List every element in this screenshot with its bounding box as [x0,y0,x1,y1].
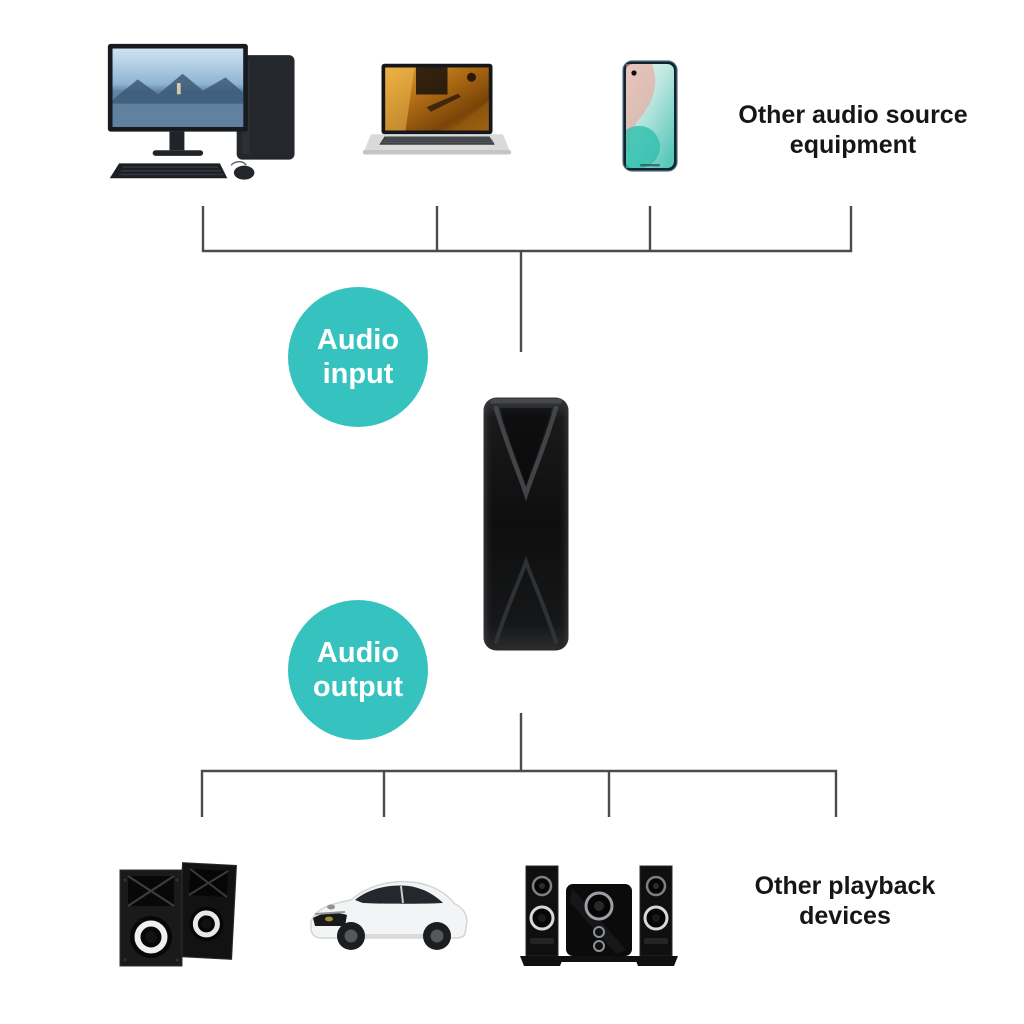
desktop-computer-icon [106,42,302,182]
smartphone-icon [622,60,678,172]
source-group-label: Other audio source equipment [738,101,968,159]
playback-group-label: Other playback devices [754,872,936,930]
audio-output-line2: output [312,671,404,703]
audio-output-line1: Audio [316,636,400,669]
audio-input-line1: Audio [316,323,400,356]
bluetooth-audio-adapter-icon [482,396,570,652]
audio-output-badge: Audio output [288,600,428,740]
bookshelf-speakers-icon [116,860,238,968]
audio-input-badge: Audio input [288,287,428,427]
laptop-icon [362,55,512,167]
bottom-bracket-line [200,713,838,817]
car-icon [305,862,469,960]
home-theater-system-icon [520,858,678,976]
audio-input-line2: input [322,358,394,390]
